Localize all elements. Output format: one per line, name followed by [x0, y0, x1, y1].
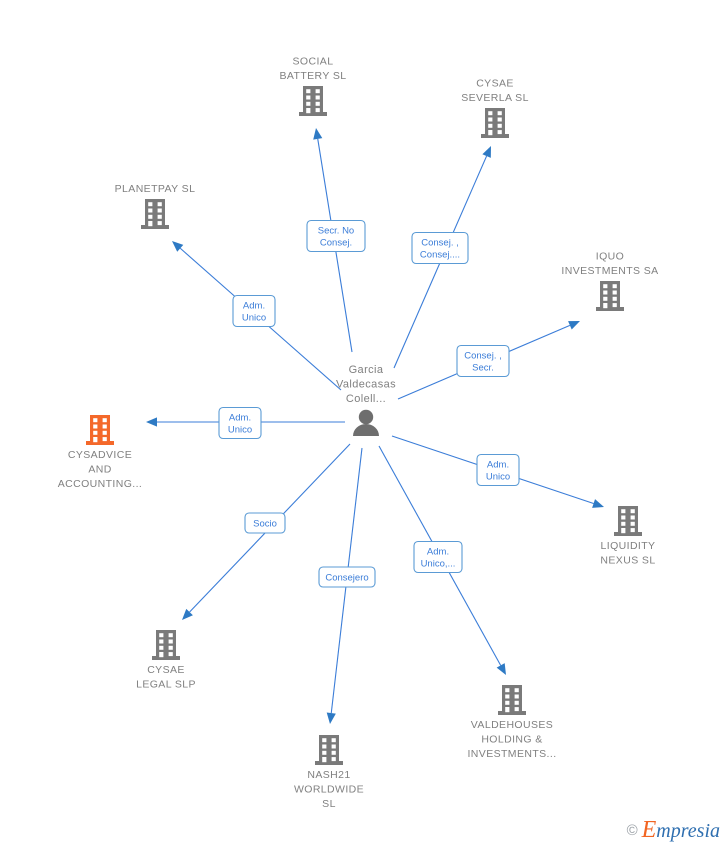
- edge-badge-text: Consej. ,: [421, 237, 459, 248]
- edge-badge-box[interactable]: [244, 512, 286, 534]
- node-label: AND: [88, 464, 111, 476]
- edge-badge-text: Unico: [486, 471, 510, 482]
- empresia-watermark: © Empresia: [627, 818, 720, 842]
- edge-badge-box[interactable]: [232, 294, 276, 328]
- node-label: CYSADVICE: [68, 449, 132, 461]
- edge-role-badge[interactable]: Adm.Unico: [232, 294, 276, 328]
- edge-badge-box[interactable]: [411, 231, 469, 265]
- edge-arrowhead: [182, 608, 193, 620]
- node-label: CYSAE: [476, 78, 514, 90]
- edge-badge-text: Adm.: [487, 459, 509, 470]
- edge-role-badge[interactable]: Socio: [244, 512, 286, 534]
- graph-node[interactable]: SOCIAL BATTERY SL: [279, 56, 346, 117]
- building-icon: [299, 86, 327, 116]
- edge-role-badge[interactable]: Consejero: [318, 566, 376, 588]
- edge-badge-text: Unico: [228, 424, 252, 435]
- edge-badge-text: Socio: [253, 518, 277, 529]
- node-label: INVESTMENTS...: [467, 748, 556, 760]
- node-label: IQUO: [596, 251, 624, 263]
- node-label: LEGAL SLP: [136, 679, 196, 691]
- graph-node[interactable]: CYSAE SEVERLA SL: [461, 78, 529, 139]
- edge-badge-text: Adm.: [427, 546, 449, 557]
- edge-arrowhead: [568, 321, 580, 330]
- edge-arrowhead: [146, 417, 157, 427]
- graph-node[interactable]: VALDEHOUSES HOLDING & INVESTMENTS...: [467, 685, 556, 760]
- graph-node[interactable]: CYSADVICE AND ACCOUNTING...: [58, 415, 143, 490]
- edges-layer: [146, 128, 604, 724]
- center-person-label: Valdecasas: [336, 379, 396, 391]
- edge-badge-text: Adm.: [229, 412, 251, 423]
- center-person-label: Colell...: [346, 393, 386, 405]
- node-label: SEVERLA SL: [461, 92, 529, 104]
- edge-badge-box[interactable]: [218, 406, 262, 440]
- building-icon: [596, 281, 624, 311]
- edge-badge-box[interactable]: [456, 344, 510, 378]
- edge-role-badge[interactable]: Adm.Unico: [218, 406, 262, 440]
- center-person-label: Garcia: [349, 364, 384, 376]
- building-icon: [141, 199, 169, 229]
- node-label: ACCOUNTING...: [58, 478, 143, 490]
- person-icon: [353, 409, 379, 436]
- brand-rest: mpresia: [656, 820, 720, 842]
- node-label: NASH21: [307, 769, 350, 781]
- node-label: WORLDWIDE: [294, 784, 364, 796]
- building-icon: [315, 735, 343, 765]
- node-label: NEXUS SL: [600, 555, 655, 567]
- edge-arrowhead: [592, 499, 604, 508]
- node-label: CYSAE: [147, 664, 185, 676]
- edge-role-badge[interactable]: Consej. ,Consej....: [411, 231, 469, 265]
- graph-node[interactable]: IQUO INVESTMENTS SA: [561, 251, 658, 312]
- edge-badge-text: Consej.: [320, 237, 352, 248]
- edge-arrowhead: [313, 128, 323, 140]
- building-icon: [152, 630, 180, 660]
- edge-badge-text: Secr. No: [318, 225, 354, 236]
- edge-badge-text: Consej....: [420, 249, 460, 260]
- edge-arrowhead: [172, 241, 184, 252]
- node-label: VALDEHOUSES: [471, 719, 553, 731]
- graph-node[interactable]: LIQUIDITY NEXUS SL: [600, 506, 655, 567]
- edge-arrowhead: [326, 712, 336, 724]
- edge-role-badge[interactable]: Adm.Unico: [476, 453, 520, 487]
- brand-wordmark: Empresia: [642, 818, 720, 842]
- edge-badge-box[interactable]: [413, 540, 463, 574]
- edge-badge-text: Unico,...: [421, 558, 456, 569]
- center-person-node[interactable]: GarciaValdecasasColell...: [336, 364, 396, 436]
- edge-badge-text: Consejero: [325, 572, 368, 583]
- edge-badge-text: Adm.: [243, 300, 265, 311]
- edge-badge-box[interactable]: [306, 219, 366, 253]
- nodes-layer: SOCIAL BATTERY SL CYSAE SEVERLA SL PLANETPAY…: [58, 56, 658, 811]
- node-label: HOLDING &: [481, 734, 542, 746]
- node-label: SL: [322, 798, 336, 810]
- node-label: SOCIAL: [293, 56, 334, 68]
- node-label: INVESTMENTS SA: [561, 265, 658, 277]
- node-label: LIQUIDITY: [601, 540, 656, 552]
- edge-arrowhead: [482, 146, 491, 158]
- edge-role-badge[interactable]: Consej. ,Secr.: [456, 344, 510, 378]
- building-icon: [498, 685, 526, 715]
- graph-node[interactable]: CYSAE LEGAL SLP: [136, 630, 196, 691]
- copyright-icon: ©: [626, 821, 638, 839]
- edge-badge-box[interactable]: [318, 566, 376, 588]
- graph-node[interactable]: PLANETPAY SL: [115, 183, 196, 229]
- edge-badge-box[interactable]: [476, 453, 520, 487]
- building-icon: [86, 415, 114, 445]
- brand-initial: E: [641, 817, 657, 843]
- node-label: BATTERY SL: [279, 70, 346, 82]
- edge-badge-text: Unico: [242, 312, 266, 323]
- node-label: PLANETPAY SL: [115, 183, 196, 195]
- edge-badge-text: Secr.: [472, 362, 494, 373]
- building-icon: [614, 506, 642, 536]
- edge-role-badge[interactable]: Adm.Unico,...: [413, 540, 463, 574]
- edge-arrowhead: [496, 663, 506, 675]
- building-icon: [481, 108, 509, 138]
- edge-badge-text: Consej. ,: [464, 350, 502, 361]
